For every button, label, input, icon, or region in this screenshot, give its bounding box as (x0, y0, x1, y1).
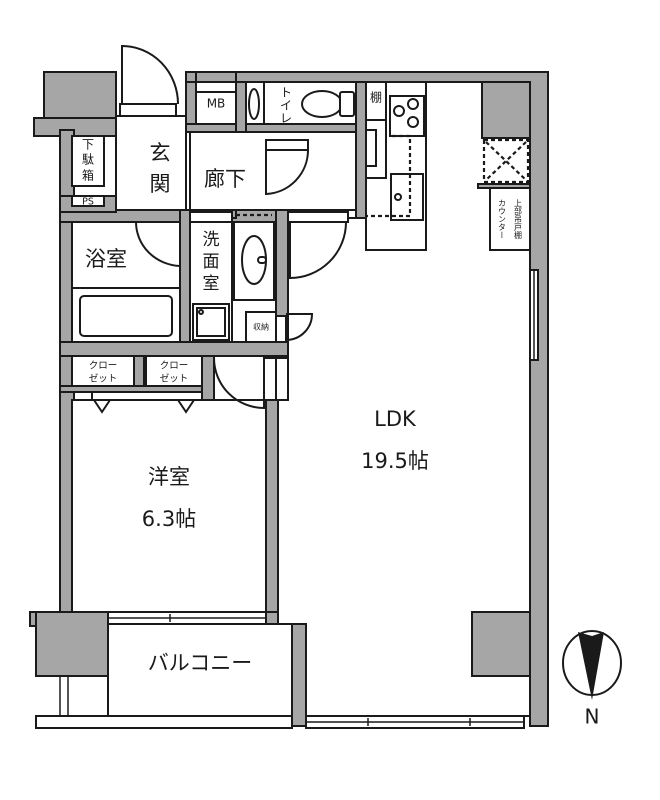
entrance-label-2: 関 (150, 172, 171, 196)
shoe-box (71, 135, 105, 187)
storage-label: 収納 (253, 322, 269, 332)
compass-arrow-icon (578, 632, 604, 700)
toilet-label-1: ト (280, 86, 292, 100)
washroom-label-1: 洗 (203, 230, 220, 250)
ldk-size: 19.5帖 (361, 449, 429, 473)
compass-label: N (585, 705, 600, 729)
western-room-size: 6.3帖 (142, 507, 196, 531)
counter-box (489, 187, 531, 251)
closet-2 (145, 355, 203, 387)
counter-label-2: カウンター (498, 199, 507, 239)
closet-2-label-2: ゼット (160, 373, 189, 385)
balcony-label: バルコニー (148, 651, 253, 675)
entrance-label-1: 玄 (150, 141, 171, 165)
western-room-label: 洋室 (148, 465, 190, 489)
mb-label: MB (207, 97, 226, 111)
closet-1 (71, 355, 135, 387)
toilet-label-2: イ (280, 99, 292, 113)
mb-box (195, 91, 237, 125)
entrance-room (115, 115, 187, 211)
shoe-box-label-2: 駄 (82, 152, 94, 167)
hallway-label: 廊下 (204, 167, 246, 191)
ldk-label: LDK (374, 407, 417, 431)
closet-1-label-2: ゼット (89, 373, 118, 385)
toilet-label-3: レ (280, 112, 292, 126)
doors (93, 44, 539, 729)
shoe-box-label-1: 下 (82, 138, 94, 152)
rooms (35, 71, 531, 729)
compass: N (562, 630, 622, 729)
shelf-label: 棚 (370, 90, 382, 105)
washroom-label-2: 面 (203, 252, 220, 272)
closet-1-label-1: クロー (89, 361, 118, 372)
washroom-label-3: 室 (203, 274, 220, 294)
bathroom-label: 浴室 (85, 247, 127, 271)
labels: LDK 19.5帖 洋室 6.3帖 バルコニー 玄 関 廊下 浴室 洗 面 室 … (82, 86, 523, 676)
sink (390, 173, 424, 221)
closet-2-label-1: クロー (160, 361, 189, 372)
ps-label: PS (82, 197, 94, 208)
ps-box (71, 195, 105, 207)
western-room (71, 399, 267, 613)
fixtures (241, 88, 419, 285)
counter-label-1: 上部吊戸棚 (514, 199, 523, 240)
stove-burners (393, 98, 419, 128)
shoe-box-label-3: 箱 (82, 168, 94, 183)
stove (389, 95, 425, 137)
